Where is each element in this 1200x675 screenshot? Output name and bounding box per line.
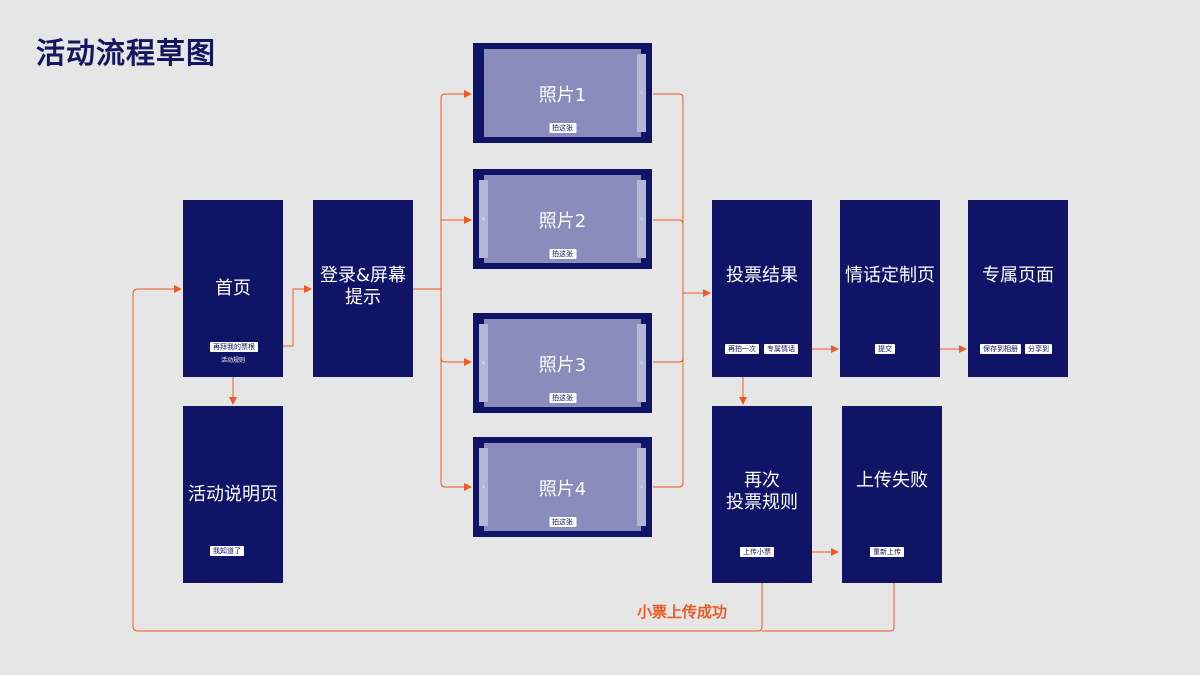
home-rules-link[interactable]: 活动规则	[220, 357, 245, 364]
got-it-button[interactable]: 我知道了	[210, 546, 244, 556]
page-title: 活动流程草图	[36, 36, 217, 70]
upload-receipt-button[interactable]: 上传小票	[740, 547, 774, 557]
photo-3-card	[484, 319, 641, 407]
chevron-left-icon[interactable]: ‹	[479, 324, 488, 402]
login-page-box: 登录&屏幕 提示	[313, 200, 413, 377]
upload-failed-box: 上传失败 重新上传	[842, 406, 942, 583]
submit-button[interactable]: 提交	[875, 344, 895, 354]
intro-page-box: 活动说明页 我知道了	[183, 406, 283, 583]
login-label-line1: 登录&屏幕	[319, 265, 407, 286]
chevron-left-icon[interactable]: ‹	[479, 448, 488, 526]
vote-result-label: 投票结果	[726, 265, 798, 286]
exclusive-page-label: 专属页面	[982, 265, 1054, 286]
home-button[interactable]: 再拜我的票根	[210, 342, 258, 352]
connector-login-photos	[413, 90, 472, 290]
photo-1-card	[484, 49, 641, 137]
vote-again-button[interactable]: 再拍一次	[725, 344, 759, 354]
photo-4-card	[484, 443, 641, 531]
photo-1-box: › 照片1 拍这张	[473, 43, 652, 143]
chevron-right-icon[interactable]: ›	[637, 324, 646, 402]
exclusive-page-box: 专属页面 保存到相册 分享到	[968, 200, 1068, 377]
photo-4-button[interactable]: 拍这张	[549, 517, 576, 527]
revote-label-line1: 再次	[744, 470, 780, 491]
intro-page-label: 活动说明页	[188, 484, 278, 505]
photo-4-box: ‹ › 照片4 拍这张	[473, 437, 652, 537]
photo-3-box: ‹ › 照片3 拍这张	[473, 313, 652, 413]
revote-rules-box: 再次 投票规则 上传小票	[712, 406, 812, 583]
chevron-left-icon[interactable]: ‹	[479, 180, 488, 258]
chevron-right-icon[interactable]: ›	[637, 54, 646, 132]
vote-result-box: 投票结果 再拍一次 专属情话	[712, 200, 812, 377]
custom-page-box: 情话定制页 提交	[840, 200, 940, 377]
connector-success-loop	[132, 285, 763, 632]
home-page-box: 首页 再拜我的票根 活动规则	[183, 200, 283, 377]
photo-1-label: 照片1	[538, 85, 587, 106]
upload-failed-label: 上传失败	[856, 470, 928, 491]
upload-success-caption: 小票上传成功	[637, 603, 728, 621]
photo-4-label: 照片4	[538, 479, 587, 500]
photo-1-button[interactable]: 拍这张	[549, 123, 576, 133]
photo-2-card	[484, 175, 641, 263]
chevron-right-icon[interactable]: ›	[637, 448, 646, 526]
vote-custom-button[interactable]: 专属情话	[764, 344, 798, 354]
revote-label-line2: 投票规则	[726, 492, 798, 513]
share-button[interactable]: 分享到	[1025, 344, 1052, 354]
connector-photos-vote	[653, 93, 684, 488]
photo-2-label: 照片2	[538, 211, 587, 232]
reupload-button[interactable]: 重新上传	[870, 547, 904, 557]
photo-3-button[interactable]: 拍这张	[549, 393, 576, 403]
home-page-label: 首页	[215, 278, 251, 299]
login-label-line2: 提示	[345, 287, 381, 308]
chevron-right-icon[interactable]: ›	[637, 180, 646, 258]
photo-3-label: 照片3	[538, 355, 587, 376]
save-to-album-button[interactable]: 保存到相册	[980, 344, 1021, 354]
photo-2-button[interactable]: 拍这张	[549, 249, 576, 259]
photo-2-box: ‹ › 照片2 拍这张	[473, 169, 652, 269]
custom-page-label: 情话定制页	[845, 265, 935, 286]
